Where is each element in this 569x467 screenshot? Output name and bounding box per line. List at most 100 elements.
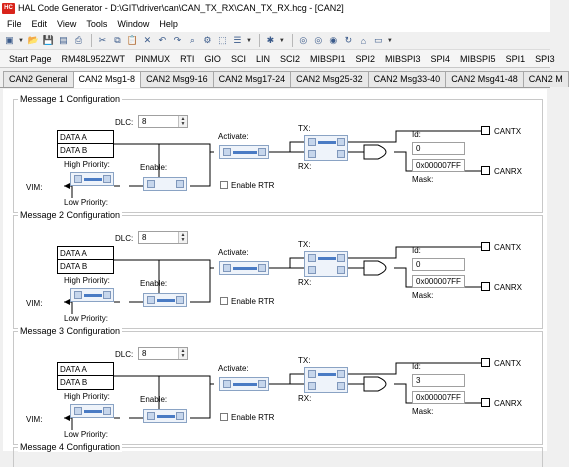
tab-can2-msg33-40[interactable]: CAN2 Msg33-40 (367, 71, 447, 87)
tab-can2-msg41-48[interactable]: CAN2 Msg41-48 (445, 71, 524, 87)
paste-icon[interactable]: 📋 (126, 35, 139, 45)
debug-icon[interactable]: ✱ (266, 35, 275, 45)
nav-lin[interactable]: LIN (255, 53, 270, 64)
enable-rtr-checkbox[interactable] (220, 297, 228, 305)
mask-field[interactable]: 0x000007FF (412, 391, 465, 404)
cantx-port (481, 126, 490, 135)
vim-label: VIM: (26, 299, 43, 308)
new-dropdown-chevron-icon[interactable]: ▼ (18, 37, 24, 44)
data-b-label: DATA B (60, 378, 88, 387)
cantx-port (481, 242, 490, 251)
nav-mibspi5[interactable]: MIBSPI5 (460, 53, 496, 64)
tx-label: TX: (298, 356, 311, 365)
activate-switch[interactable] (219, 145, 269, 159)
nav-spi2[interactable]: SPI2 (355, 53, 376, 64)
options-icon[interactable]: ☰ (233, 35, 242, 45)
id-field[interactable]: 3 (412, 374, 465, 387)
nav-device[interactable]: RM48L952ZWT (61, 53, 126, 64)
back-icon[interactable]: ◎ (299, 35, 308, 45)
dlc-spinner-icon[interactable]: ▲▼ (178, 116, 187, 127)
copy-icon[interactable]: ⧉ (114, 35, 121, 45)
menu-window[interactable]: Window (117, 19, 150, 29)
enable-rtr-checkbox[interactable] (220, 181, 228, 189)
id-field[interactable]: 0 (412, 142, 465, 155)
tx-rx-switch[interactable] (304, 135, 348, 161)
dlc-spinner-icon[interactable]: ▲▼ (178, 232, 187, 243)
redo-icon[interactable]: ↷ (173, 35, 182, 45)
debug-dropdown-chevron-icon[interactable]: ▼ (278, 37, 285, 44)
canrx-label: CANRX (494, 167, 523, 176)
save-icon[interactable]: 💾 (42, 35, 55, 45)
high-priority-label: High Priority: (64, 392, 110, 401)
nav-sci2[interactable]: SCI2 (279, 53, 300, 64)
nav-pinmux[interactable]: PINMUX (135, 53, 171, 64)
nav-mibspi3[interactable]: MIBSPI3 (385, 53, 421, 64)
new-project-icon[interactable]: ▣ (5, 35, 14, 45)
cut-icon[interactable]: ✂ (98, 35, 107, 45)
menu-edit[interactable]: Edit (31, 19, 48, 29)
nav-spi1[interactable]: SPI1 (505, 53, 526, 64)
tab-can2-general[interactable]: CAN2 General (3, 71, 74, 87)
menu-tools[interactable]: Tools (86, 19, 108, 29)
find-icon[interactable]: ⌕ (189, 35, 195, 45)
home-icon[interactable]: ⌂ (360, 35, 367, 46)
tab-can2-msg-overflow[interactable]: CAN2 M (522, 71, 569, 87)
id-label: Id: (412, 246, 421, 255)
tab-can2-msg9-16[interactable]: CAN2 Msg9-16 (140, 71, 214, 87)
build-icon[interactable]: ⬚ (218, 35, 227, 45)
enable-switch[interactable] (143, 409, 187, 423)
nav-start-page[interactable]: Start Page (9, 53, 52, 64)
nav-gio[interactable]: GIO (204, 53, 221, 64)
forward-icon[interactable]: ◎ (314, 35, 323, 45)
dlc-spinbox[interactable]: 8 ▲▼ (138, 347, 188, 360)
enable-rtr-checkbox[interactable] (220, 413, 228, 421)
enable-switch[interactable] (143, 177, 187, 191)
switch-pad (337, 254, 345, 262)
undo-icon[interactable]: ↶ (158, 35, 167, 45)
open-folder-icon[interactable]: 📂 (27, 35, 40, 45)
menu-view[interactable]: View (57, 19, 77, 29)
high-priority-switch[interactable] (70, 172, 114, 186)
message-config-group: Message 3 Configuration DLC: (13, 326, 543, 445)
browser-dropdown-chevron-icon[interactable]: ▼ (386, 37, 393, 44)
activate-switch[interactable] (219, 261, 269, 275)
message-config-group: Message 2 Configuration DLC: (13, 210, 543, 329)
nav-mibspi1[interactable]: MIBSPI1 (309, 53, 346, 64)
print-icon[interactable]: ⎙ (74, 35, 83, 45)
id-field[interactable]: 0 (412, 258, 465, 271)
dlc-spinbox[interactable]: 8 ▲▼ (138, 115, 188, 128)
canrx-port (481, 166, 490, 175)
id-label: Id: (412, 130, 421, 139)
generate-code-icon[interactable]: ⚙ (203, 35, 212, 45)
switch-bar (318, 257, 336, 260)
tab-can2-msg17-24[interactable]: CAN2 Msg17-24 (212, 71, 292, 87)
tx-rx-switch[interactable] (304, 251, 348, 277)
tab-can2-msg1-8[interactable]: CAN2 Msg1-8 (72, 71, 142, 88)
tx-rx-switch[interactable] (304, 367, 348, 393)
browser-icon[interactable]: ▭ (374, 35, 383, 45)
delete-icon[interactable]: ✕ (143, 35, 152, 45)
switch-pad (308, 138, 316, 146)
menu-file[interactable]: File (7, 19, 22, 29)
mask-field[interactable]: 0x000007FF (412, 159, 465, 172)
nav-spi3[interactable]: SPI3 (535, 53, 555, 64)
high-priority-switch[interactable] (70, 404, 114, 418)
nav-sci[interactable]: SCI (230, 53, 246, 64)
id-value: 0 (416, 260, 421, 269)
nav-rti[interactable]: RTI (180, 53, 195, 64)
nav-spi4[interactable]: SPI4 (430, 53, 451, 64)
high-priority-switch[interactable] (70, 288, 114, 302)
tab-can2-msg25-32[interactable]: CAN2 Msg25-32 (290, 71, 369, 87)
menu-help[interactable]: Help (159, 19, 178, 29)
enable-switch[interactable] (143, 293, 187, 307)
dlc-spinbox[interactable]: 8 ▲▼ (138, 231, 188, 244)
activate-switch[interactable] (219, 377, 269, 391)
can2-tab-bar: CAN2 General CAN2 Msg1-8 CAN2 Msg9-16 CA… (0, 70, 569, 88)
stop-icon[interactable]: ◉ (329, 35, 338, 45)
options-dropdown-chevron-icon[interactable]: ▼ (245, 37, 252, 44)
switch-pad (103, 175, 111, 183)
save-all-icon[interactable]: ▤ (59, 35, 68, 45)
refresh-icon[interactable]: ↻ (344, 35, 353, 45)
dlc-spinner-icon[interactable]: ▲▼ (178, 348, 187, 359)
mask-field[interactable]: 0x000007FF (412, 275, 465, 288)
